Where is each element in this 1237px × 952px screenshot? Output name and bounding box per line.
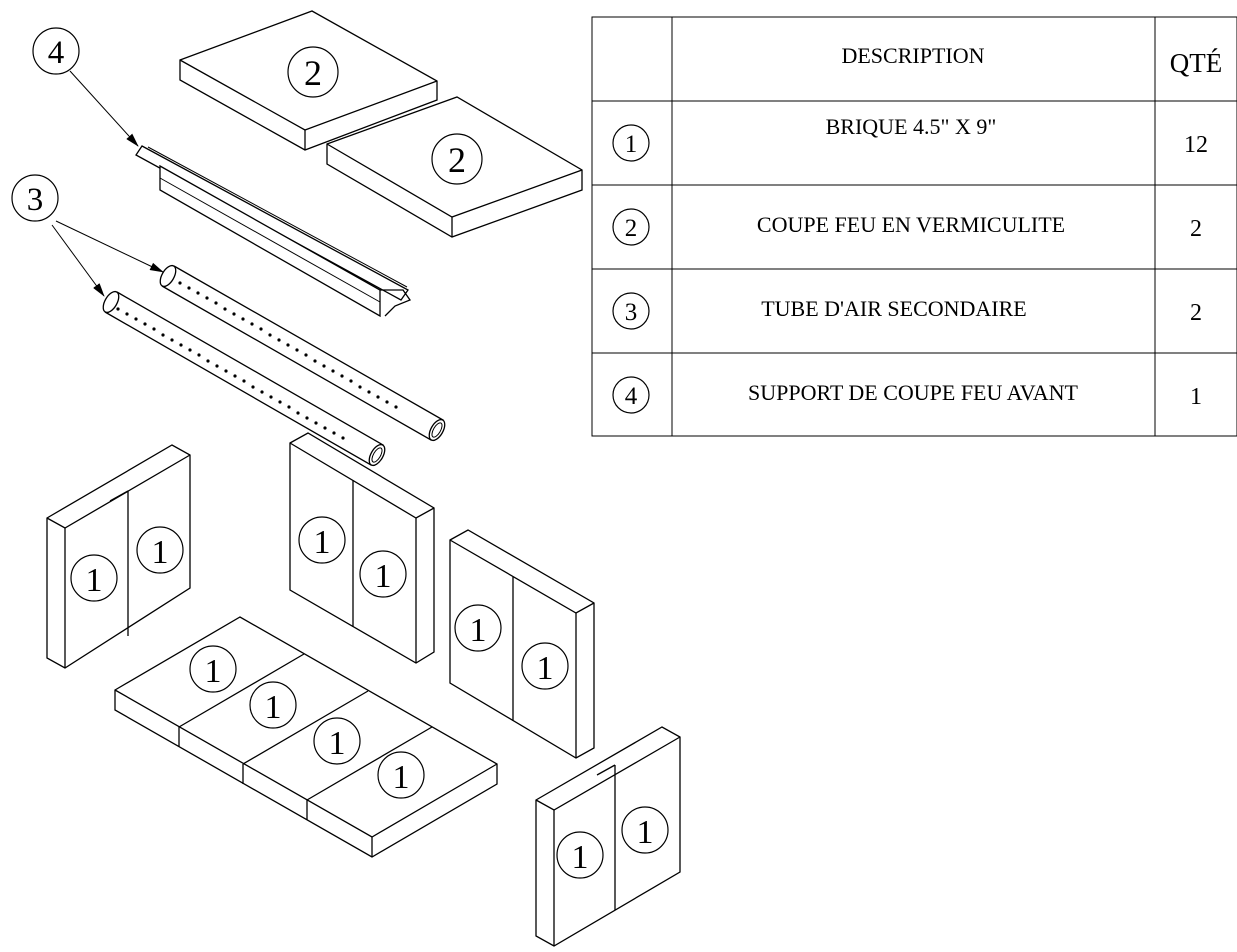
row-qty: 12 [1184,132,1208,158]
leader-lines [51,70,164,297]
balloon-3: 3 [11,174,59,222]
svg-text:1: 1 [152,534,169,571]
balloon-1: 1 [298,516,346,564]
balloon-1: 1 [556,831,604,879]
secondary-air-tube-front [102,290,386,467]
row-description: TUBE D'AIR SECONDAIRE [761,296,1027,321]
brick-wall-right [449,529,595,759]
svg-text:1: 1 [265,689,282,726]
balloon-1: 1 [454,604,502,652]
row-qty: 2 [1190,216,1202,242]
row-qty: 1 [1190,384,1202,410]
brick-floor [114,616,498,858]
svg-text:2: 2 [448,140,466,180]
row-item-number: 4 [625,383,638,410]
brick-wall-back [289,432,435,664]
svg-text:2: 2 [304,53,322,93]
table-row: 4 SUPPORT DE COUPE FEU AVANT 1 [612,376,1202,414]
row-description: BRIQUE 4.5" X 9" [826,114,997,139]
row-description: SUPPORT DE COUPE FEU AVANT [748,380,1079,405]
svg-text:4: 4 [48,35,65,71]
row-item-number: 2 [625,215,638,242]
svg-text:1: 1 [537,650,554,687]
balloon-1: 1 [621,806,669,854]
brick-wall-front [535,726,681,947]
row-description: COUPE FEU EN VERMICULITE [757,212,1065,237]
row-item-number: 1 [625,131,638,158]
balloon-1: 1 [313,717,361,765]
balloon-1: 1 [136,526,184,574]
front-baffle-support [135,145,412,318]
header-description: DESCRIPTION [841,43,984,68]
parts-list-table: DESCRIPTION QTÉ 1 BRIQUE 4.5" X 9" 12 2 … [591,16,1237,437]
table-row: 2 COUPE FEU EN VERMICULITE 2 [612,208,1202,246]
row-item-number: 3 [625,299,638,326]
svg-text:1: 1 [329,725,346,762]
balloon-1: 1 [359,550,407,598]
brick-wall-left [46,444,191,669]
table-row: 3 TUBE D'AIR SECONDAIRE 2 [612,292,1202,330]
secondary-air-tube-back [159,264,446,442]
svg-text:1: 1 [86,562,103,599]
svg-text:1: 1 [375,558,392,595]
balloon-1: 1 [377,751,425,799]
svg-text:1: 1 [637,814,654,851]
balloon-2: 2 [431,133,483,185]
header-qty: QTÉ [1170,48,1222,78]
svg-text:1: 1 [572,839,589,876]
balloon-1: 1 [70,554,118,602]
svg-text:1: 1 [470,612,487,649]
svg-text:1: 1 [205,653,222,690]
table-row: 1 BRIQUE 4.5" X 9" 12 [612,114,1208,162]
air-holes [116,307,345,440]
svg-text:3: 3 [27,182,44,218]
balloon-1: 1 [189,645,237,693]
svg-text:1: 1 [314,524,331,561]
balloon-4: 4 [32,27,80,75]
balloon-1: 1 [249,681,297,729]
svg-text:1: 1 [393,759,410,796]
balloon-2: 2 [287,46,339,98]
balloon-1: 1 [521,642,569,690]
row-qty: 2 [1190,300,1202,326]
air-holes [178,281,398,409]
